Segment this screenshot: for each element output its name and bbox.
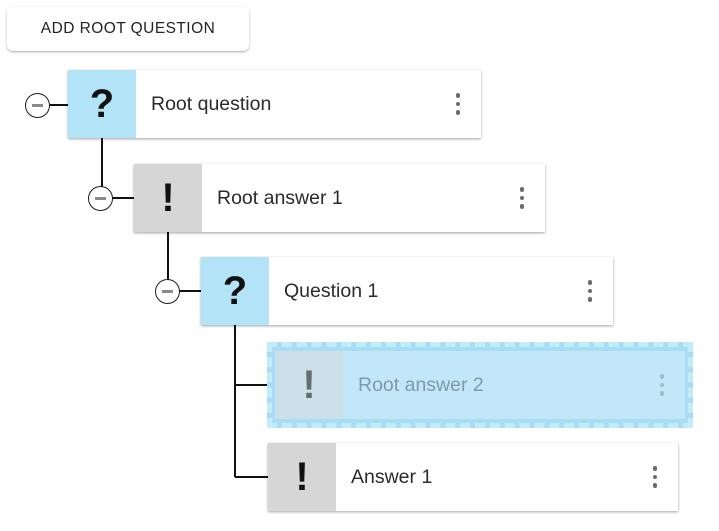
exclamation-mark-icon: ! [275,351,343,419]
menu-dot [652,483,658,488]
node-label: Question 1 [284,279,379,302]
tree-node-question-1[interactable]: ? Question 1 [201,257,613,325]
more-vertical-icon[interactable] [639,351,685,419]
node-card[interactable]: ! Root answer 1 [134,164,545,232]
collapse-toggle-question-1[interactable] [155,279,180,304]
more-vertical-icon[interactable] [499,164,545,232]
menu-dot [659,382,665,388]
add-root-question-button[interactable]: ADD ROOT QUESTION [7,7,249,51]
exclamation-mark-icon: ! [268,443,336,511]
menu-dot [455,110,461,115]
menu-dot [587,280,593,285]
menu-dot [519,195,525,201]
collapse-toggle-root-answer-1[interactable] [88,186,113,211]
menu-dot [587,288,593,294]
menu-dot [587,297,593,302]
drop-zone-highlight [267,342,693,428]
node-label: Root answer 1 [217,186,343,209]
menu-dot [455,101,461,107]
menu-dot [652,474,658,480]
tree-node-answer-1[interactable]: ! Answer 1 [268,443,678,511]
more-vertical-icon[interactable] [435,70,481,138]
collapse-toggle-root-question[interactable] [25,93,50,118]
menu-dot [519,204,525,209]
tree-node-root-answer-2[interactable]: ! Root answer 2 [267,342,693,428]
tree-node-root-answer-1[interactable]: ! Root answer 1 [134,164,545,232]
menu-dot [455,93,461,98]
node-label: Root answer 2 [358,373,484,396]
node-card[interactable]: ! Answer 1 [268,443,678,511]
question-mark-icon: ? [68,70,136,138]
more-vertical-icon[interactable] [632,443,678,511]
node-label: Answer 1 [351,465,433,488]
node-card[interactable]: ? Root question [68,70,481,138]
question-mark-icon: ? [201,257,269,325]
node-label: Root question [151,92,272,115]
menu-dot [652,466,658,471]
menu-dot [519,187,525,192]
node-card[interactable]: ! Root answer 2 [275,351,685,419]
tree-node-root-question[interactable]: ? Root question [68,70,481,138]
exclamation-mark-icon: ! [134,164,202,232]
menu-dot [659,391,665,396]
node-card[interactable]: ? Question 1 [201,257,613,325]
more-vertical-icon[interactable] [567,257,613,325]
menu-dot [659,374,665,379]
